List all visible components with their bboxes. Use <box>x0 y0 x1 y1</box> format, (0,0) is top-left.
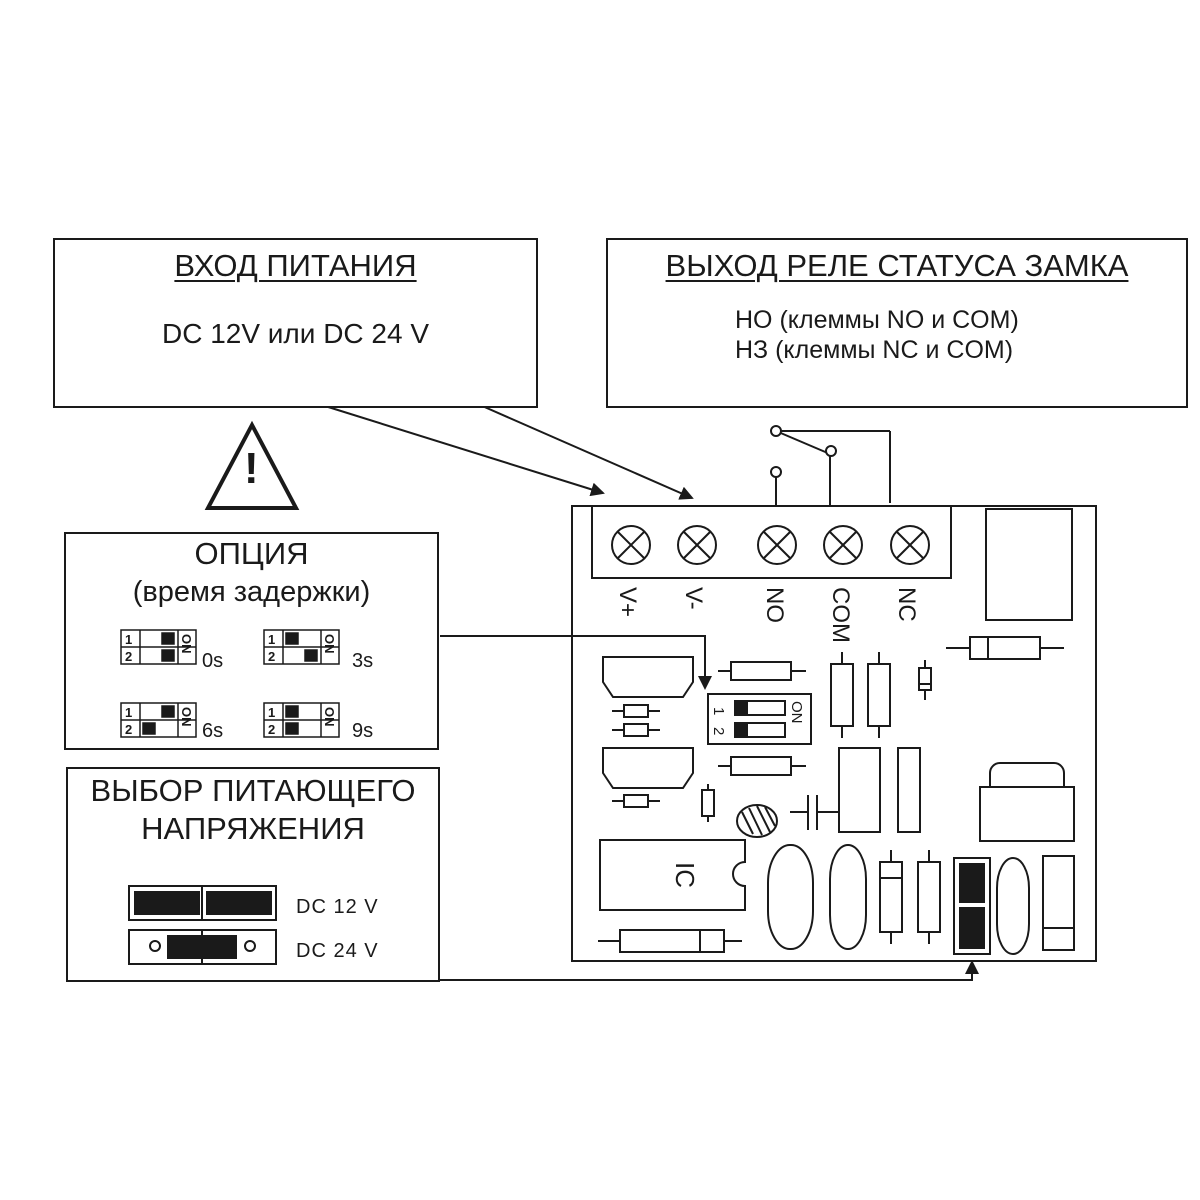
svg-text:1: 1 <box>125 632 132 647</box>
voltage-option-12v: DC 12 V <box>296 896 379 918</box>
relay-output-line2: НЗ (клеммы NC и COM) <box>735 336 1014 364</box>
pcb-components <box>598 508 1075 955</box>
board-dip-1: 1 <box>710 707 727 715</box>
power-input-box: ВХОД ПИТАНИЯ DC 12V или DC 24 V <box>53 238 538 408</box>
svg-text:2: 2 <box>268 649 275 664</box>
dip-legends: 1 2 1 2 1 2 1 2 ON ON ON ON <box>120 629 340 738</box>
terminal-screw-vminus <box>677 525 717 565</box>
terminal-screw-vplus <box>611 525 651 565</box>
terminal-screw-no <box>757 525 797 565</box>
relay-output-line1: НО (клеммы NO и COM) <box>735 306 1019 334</box>
terminal-block <box>591 505 952 579</box>
connector-lines <box>324 404 979 981</box>
board-dip-labels: ON 1 2 IC <box>670 701 805 888</box>
delay-label-6s: 6s <box>202 720 224 742</box>
terminal-label-vplus: V+ <box>614 587 641 617</box>
arrow-to-vminus <box>479 404 694 500</box>
terminal-labels: V+ V- NO COM NC <box>614 587 920 643</box>
terminal-label-vminus: V- <box>680 587 707 610</box>
terminal-screw-com <box>823 525 863 565</box>
voltage-select-title-2: НАПРЯЖЕНИЯ <box>141 811 365 846</box>
dip-legend-0s <box>120 629 197 665</box>
voltage-select-title-1: ВЫБОР ПИТАЮЩЕГО <box>90 773 416 808</box>
dip-legend-3s <box>263 629 340 665</box>
svg-text:ON: ON <box>322 707 337 727</box>
dip-legend-6s <box>120 702 197 738</box>
svg-text:1: 1 <box>268 632 275 647</box>
voltage-jumper-legend <box>128 885 277 965</box>
relay-output-box: ВЫХОД РЕЛЕ СТАТУСА ЗАМКА НО (клеммы NO и… <box>606 238 1188 408</box>
transistor-1 <box>602 656 694 698</box>
power-input-value: DC 12V или DC 24 V <box>161 318 430 349</box>
ic-chip <box>599 839 746 911</box>
svg-text:ON: ON <box>179 634 194 654</box>
option-box: ОПЦИЯ (время задержки) 0s 3s 6s 9s <box>64 532 439 750</box>
power-input-title: ВХОД ПИТАНИЯ <box>174 248 417 283</box>
voltage-option-24v: DC 24 V <box>296 940 379 962</box>
board-dip-on: ON <box>788 701 805 724</box>
board-dip-2: 2 <box>710 727 727 735</box>
terminal-label-no: NO <box>761 587 788 623</box>
delay-label-3s: 3s <box>352 650 374 672</box>
arrow-to-dip-switch <box>440 635 712 690</box>
relay-body <box>985 508 1073 621</box>
delay-label-9s: 9s <box>352 720 374 742</box>
svg-text:2: 2 <box>268 722 275 737</box>
arrow-to-jumper <box>440 960 979 981</box>
voltage-select-box: ВЫБОР ПИТАЮЩЕГО НАПРЯЖЕНИЯ DC 12 V DC 24… <box>66 767 440 982</box>
relay-contact-symbol <box>770 425 891 505</box>
terminal-label-nc: NC <box>893 587 920 622</box>
svg-text:1: 1 <box>268 705 275 720</box>
option-title: ОПЦИЯ <box>194 536 309 571</box>
option-subtitle: (время задержки) <box>132 576 371 608</box>
relay-output-title: ВЫХОД РЕЛЕ СТАТУСА ЗАМКА <box>665 248 1129 283</box>
svg-text:ON: ON <box>179 707 194 727</box>
terminal-label-com: COM <box>827 587 854 643</box>
svg-text:1: 1 <box>125 705 132 720</box>
svg-text:2: 2 <box>125 722 132 737</box>
svg-text:2: 2 <box>125 649 132 664</box>
warning-icon <box>204 420 300 510</box>
board-ic-label: IC <box>670 862 700 888</box>
terminal-screw-nc <box>890 525 930 565</box>
transistor-2 <box>602 747 694 789</box>
svg-text:ON: ON <box>322 634 337 654</box>
arrow-to-vplus <box>324 405 605 497</box>
delay-label-0s: 0s <box>202 650 224 672</box>
diode-top-right <box>969 636 1041 660</box>
dip-legend-9s <box>263 702 340 738</box>
warning-mark: ! <box>244 444 259 493</box>
